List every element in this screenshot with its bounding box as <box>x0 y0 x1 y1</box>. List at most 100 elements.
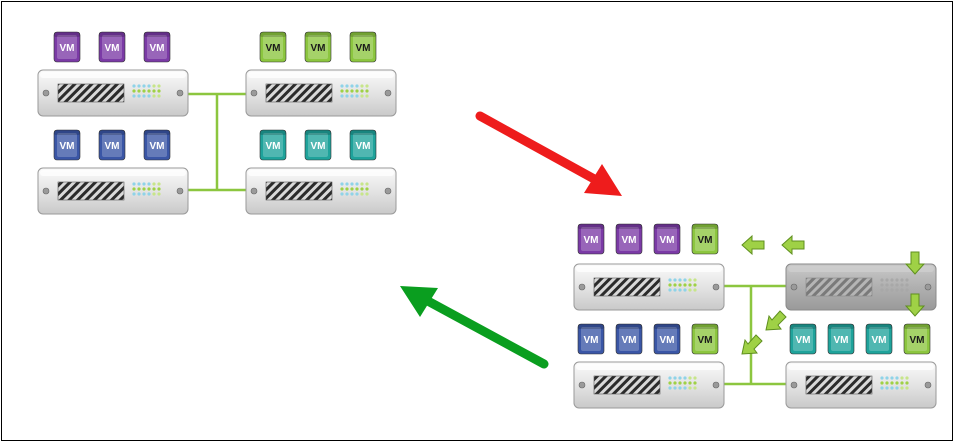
status-led-icon <box>693 283 697 287</box>
vm-label: VM <box>60 43 75 54</box>
migration-arrows <box>741 234 926 355</box>
status-led-icon <box>350 94 354 98</box>
server-vent <box>593 277 661 297</box>
migration-arrow-left-icon <box>781 234 805 256</box>
status-led-icon <box>152 182 156 186</box>
status-led-icon <box>880 278 884 282</box>
status-led-icon <box>345 89 349 93</box>
status-led-icon <box>678 283 682 287</box>
status-led-icon <box>693 278 697 282</box>
status-led-icon <box>152 94 156 98</box>
status-led-icon <box>355 187 359 191</box>
status-led-icon <box>683 381 687 385</box>
screw-icon <box>384 89 392 97</box>
vm-label: VM <box>698 235 713 246</box>
status-led-icon <box>693 376 697 380</box>
status-led-icon <box>905 288 909 292</box>
vm-green: VM <box>304 31 332 63</box>
status-led-icon <box>900 283 904 287</box>
status-led-icon <box>905 278 909 282</box>
vm-label: VM <box>584 235 599 246</box>
vm-label: VM <box>872 335 887 346</box>
status-led-icon <box>345 84 349 88</box>
status-led-icon <box>142 192 146 196</box>
vm-label: VM <box>150 43 165 54</box>
vm-purple: VM <box>615 223 643 255</box>
screw-icon <box>42 89 50 97</box>
vm-label: VM <box>311 141 326 152</box>
server <box>573 263 725 311</box>
screw-icon <box>176 89 184 97</box>
status-led-icon <box>365 187 369 191</box>
status-led-icon <box>880 386 884 390</box>
screw-icon <box>790 381 798 389</box>
vm-purple: VM <box>577 223 605 255</box>
status-led-icon <box>132 94 136 98</box>
status-led-icon <box>152 89 156 93</box>
screw-icon <box>384 187 392 195</box>
vm-label: VM <box>60 141 75 152</box>
status-led-icon <box>895 288 899 292</box>
vm-label: VM <box>834 335 849 346</box>
vm-teal: VM <box>789 323 817 355</box>
vm-teal: VM <box>304 129 332 161</box>
vm-green: VM <box>259 31 287 63</box>
vm-blue: VM <box>143 129 171 161</box>
screw-icon <box>790 283 798 291</box>
status-led-icon <box>673 381 677 385</box>
status-led-icon <box>157 84 161 88</box>
vm-label: VM <box>698 335 713 346</box>
screw-icon <box>712 381 720 389</box>
vm-blue: VM <box>653 323 681 355</box>
vm-teal: VM <box>827 323 855 355</box>
status-led-icon <box>683 288 687 292</box>
status-led-icon <box>895 278 899 282</box>
status-led-icon <box>365 84 369 88</box>
vm-label: VM <box>622 235 637 246</box>
status-led-icon <box>668 376 672 380</box>
vm-blue: VM <box>98 129 126 161</box>
status-led-icon <box>673 386 677 390</box>
vm-teal: VM <box>349 129 377 161</box>
status-led-icon <box>895 381 899 385</box>
vm-purple: VM <box>143 31 171 63</box>
vm-label: VM <box>910 335 925 346</box>
status-led-icon <box>142 84 146 88</box>
vm-label: VM <box>660 335 675 346</box>
server <box>245 167 397 215</box>
status-led-icon <box>157 182 161 186</box>
vm-label: VM <box>356 141 371 152</box>
status-led-icon <box>355 182 359 186</box>
vm-label: VM <box>622 335 637 346</box>
connectors-before <box>188 92 246 192</box>
status-led-icon <box>905 381 909 385</box>
status-led-icon <box>157 192 161 196</box>
status-led-icon <box>668 381 672 385</box>
status-led-icon <box>688 386 692 390</box>
status-led-icon <box>355 89 359 93</box>
screw-icon <box>578 283 586 291</box>
status-led-icon <box>900 376 904 380</box>
status-led-icon <box>137 94 141 98</box>
vm-green: VM <box>691 323 719 355</box>
server <box>785 361 937 409</box>
connectors-after <box>724 284 786 386</box>
status-led-icon <box>355 192 359 196</box>
vm-purple: VM <box>98 31 126 63</box>
status-led-icon <box>157 94 161 98</box>
server <box>245 69 397 117</box>
status-led-icon <box>668 386 672 390</box>
screw-icon <box>250 89 258 97</box>
status-led-icon <box>142 94 146 98</box>
migration-arrow-diag-icon <box>741 334 763 355</box>
status-led-icon <box>142 89 146 93</box>
status-led-icon <box>132 84 136 88</box>
vm-label: VM <box>660 235 675 246</box>
status-led-icon <box>345 192 349 196</box>
server-vent <box>805 375 873 395</box>
status-led-icon <box>157 89 161 93</box>
vm-blue: VM <box>615 323 643 355</box>
status-led-icon <box>890 386 894 390</box>
status-led-icon <box>360 187 364 191</box>
